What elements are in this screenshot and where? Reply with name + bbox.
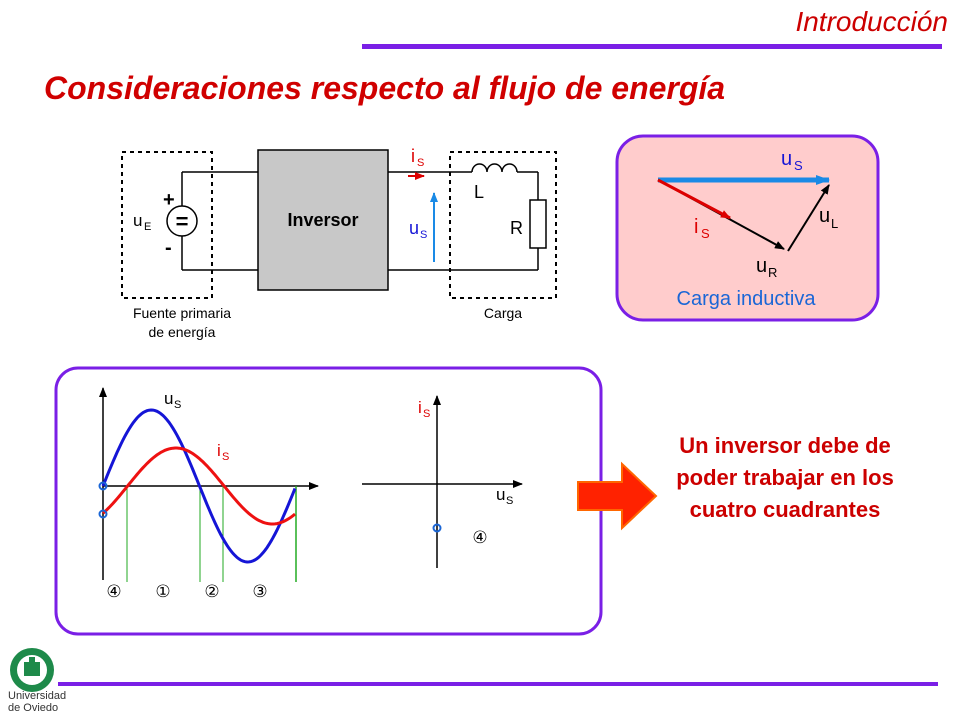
university-name-line1: Universidad bbox=[8, 690, 67, 702]
resistor-label: R bbox=[510, 218, 523, 238]
phasor-ul-arrow bbox=[787, 184, 830, 252]
inverter-label: Inversor bbox=[287, 210, 358, 230]
circuit-current-label: i bbox=[411, 146, 415, 166]
inverter-block bbox=[257, 149, 389, 291]
us-start-point bbox=[98, 481, 108, 491]
section-title: Introducción bbox=[795, 6, 948, 37]
operating-point bbox=[432, 523, 442, 533]
top-rule bbox=[362, 44, 942, 49]
source-dashed-box bbox=[121, 151, 213, 299]
phasor-caption: Carga inductiva bbox=[677, 288, 817, 310]
phasor-is-label: i bbox=[694, 216, 698, 238]
inductor-label: L bbox=[474, 182, 484, 202]
quadrant-marker-2: ② bbox=[204, 582, 219, 601]
quadrant-marker-3: ③ bbox=[252, 582, 267, 601]
waveform-panel-border bbox=[54, 366, 603, 636]
phasor-ul-sub: L bbox=[831, 216, 838, 231]
plane-y-sub: S bbox=[423, 408, 430, 420]
waveform-us-label: u bbox=[164, 389, 173, 408]
waveform-is-label: i bbox=[217, 441, 221, 460]
inductor-icon bbox=[471, 163, 518, 173]
source-voltage-sub: E bbox=[144, 221, 151, 233]
conclusion-text: Un inversor debe de poder trabajar en lo… bbox=[676, 433, 894, 522]
us-waveform bbox=[101, 408, 297, 564]
is-waveform bbox=[101, 446, 296, 526]
phasor-ul-label: u bbox=[819, 205, 830, 227]
university-name-line2: de Oviedo bbox=[8, 702, 59, 714]
quadrant-marker-4: ④ bbox=[106, 582, 121, 601]
source-eq-sign: = bbox=[176, 209, 189, 234]
dc-source-icon bbox=[166, 205, 198, 237]
university-name: Universidad de Oviedo bbox=[8, 690, 70, 714]
circuit-diagram: = + - u E Inversor L R i S u S Fuente pr… bbox=[121, 146, 557, 340]
phasor-ur-label: u bbox=[756, 255, 767, 277]
resistor-icon bbox=[529, 199, 547, 249]
phasor-us-sub: S bbox=[794, 158, 803, 173]
right-arrow-icon bbox=[577, 461, 658, 531]
circuit-voltage-sub: S bbox=[420, 229, 427, 241]
phasor-is-arrow bbox=[657, 178, 731, 220]
university-logo-icon bbox=[10, 648, 54, 692]
bottom-rule bbox=[58, 682, 938, 686]
phasor-ur-sub: R bbox=[768, 265, 777, 280]
waveform-panel: u S i S ④ ① ② ③ i S u S ④ bbox=[54, 366, 603, 636]
circuit-current-sub: S bbox=[417, 157, 424, 169]
waveform-us-sub: S bbox=[174, 399, 181, 411]
quadrant-marker-1: ① bbox=[155, 582, 170, 601]
load-caption: Carga bbox=[484, 305, 522, 321]
slide-title: Consideraciones respecto al flujo de ene… bbox=[44, 70, 726, 106]
plane-x-label: u bbox=[496, 485, 505, 504]
plane-quadrant-marker: ④ bbox=[472, 528, 487, 547]
source-voltage-label: u bbox=[133, 211, 142, 230]
plane-x-sub: S bbox=[506, 495, 513, 507]
load-dashed-box bbox=[449, 151, 557, 299]
source-minus: - bbox=[165, 237, 172, 259]
phasor-diagram: u S i S u L u R Carga inductiva bbox=[615, 134, 880, 322]
is-start-point bbox=[98, 509, 108, 519]
plane-y-label: i bbox=[418, 398, 422, 417]
waveform-is-sub: S bbox=[222, 451, 229, 463]
source-plus: + bbox=[163, 189, 175, 211]
source-caption-line1: Fuente primaria bbox=[133, 305, 231, 321]
circuit-voltage-label: u bbox=[409, 218, 419, 238]
source-caption-line2: de energía bbox=[149, 324, 216, 340]
phasor-us-label: u bbox=[781, 148, 792, 170]
phasor-is-sub: S bbox=[701, 226, 710, 241]
